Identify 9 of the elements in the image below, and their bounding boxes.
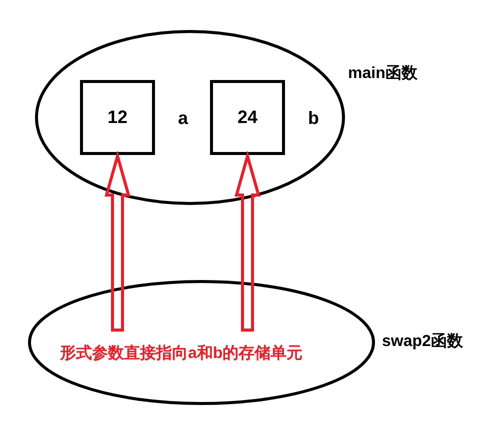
variable-name: b	[308, 107, 319, 130]
function-name: main函数	[348, 64, 418, 84]
function-name: swap2函数	[382, 332, 463, 352]
cell-value: 24	[237, 106, 258, 129]
hollow-arrow	[104, 150, 130, 332]
note-text: 形式参数直接指向a和b的存储单元	[60, 343, 303, 364]
variable-name: a	[178, 107, 188, 130]
cell-value: 12	[107, 106, 128, 129]
hollow-arrow	[234, 150, 260, 332]
